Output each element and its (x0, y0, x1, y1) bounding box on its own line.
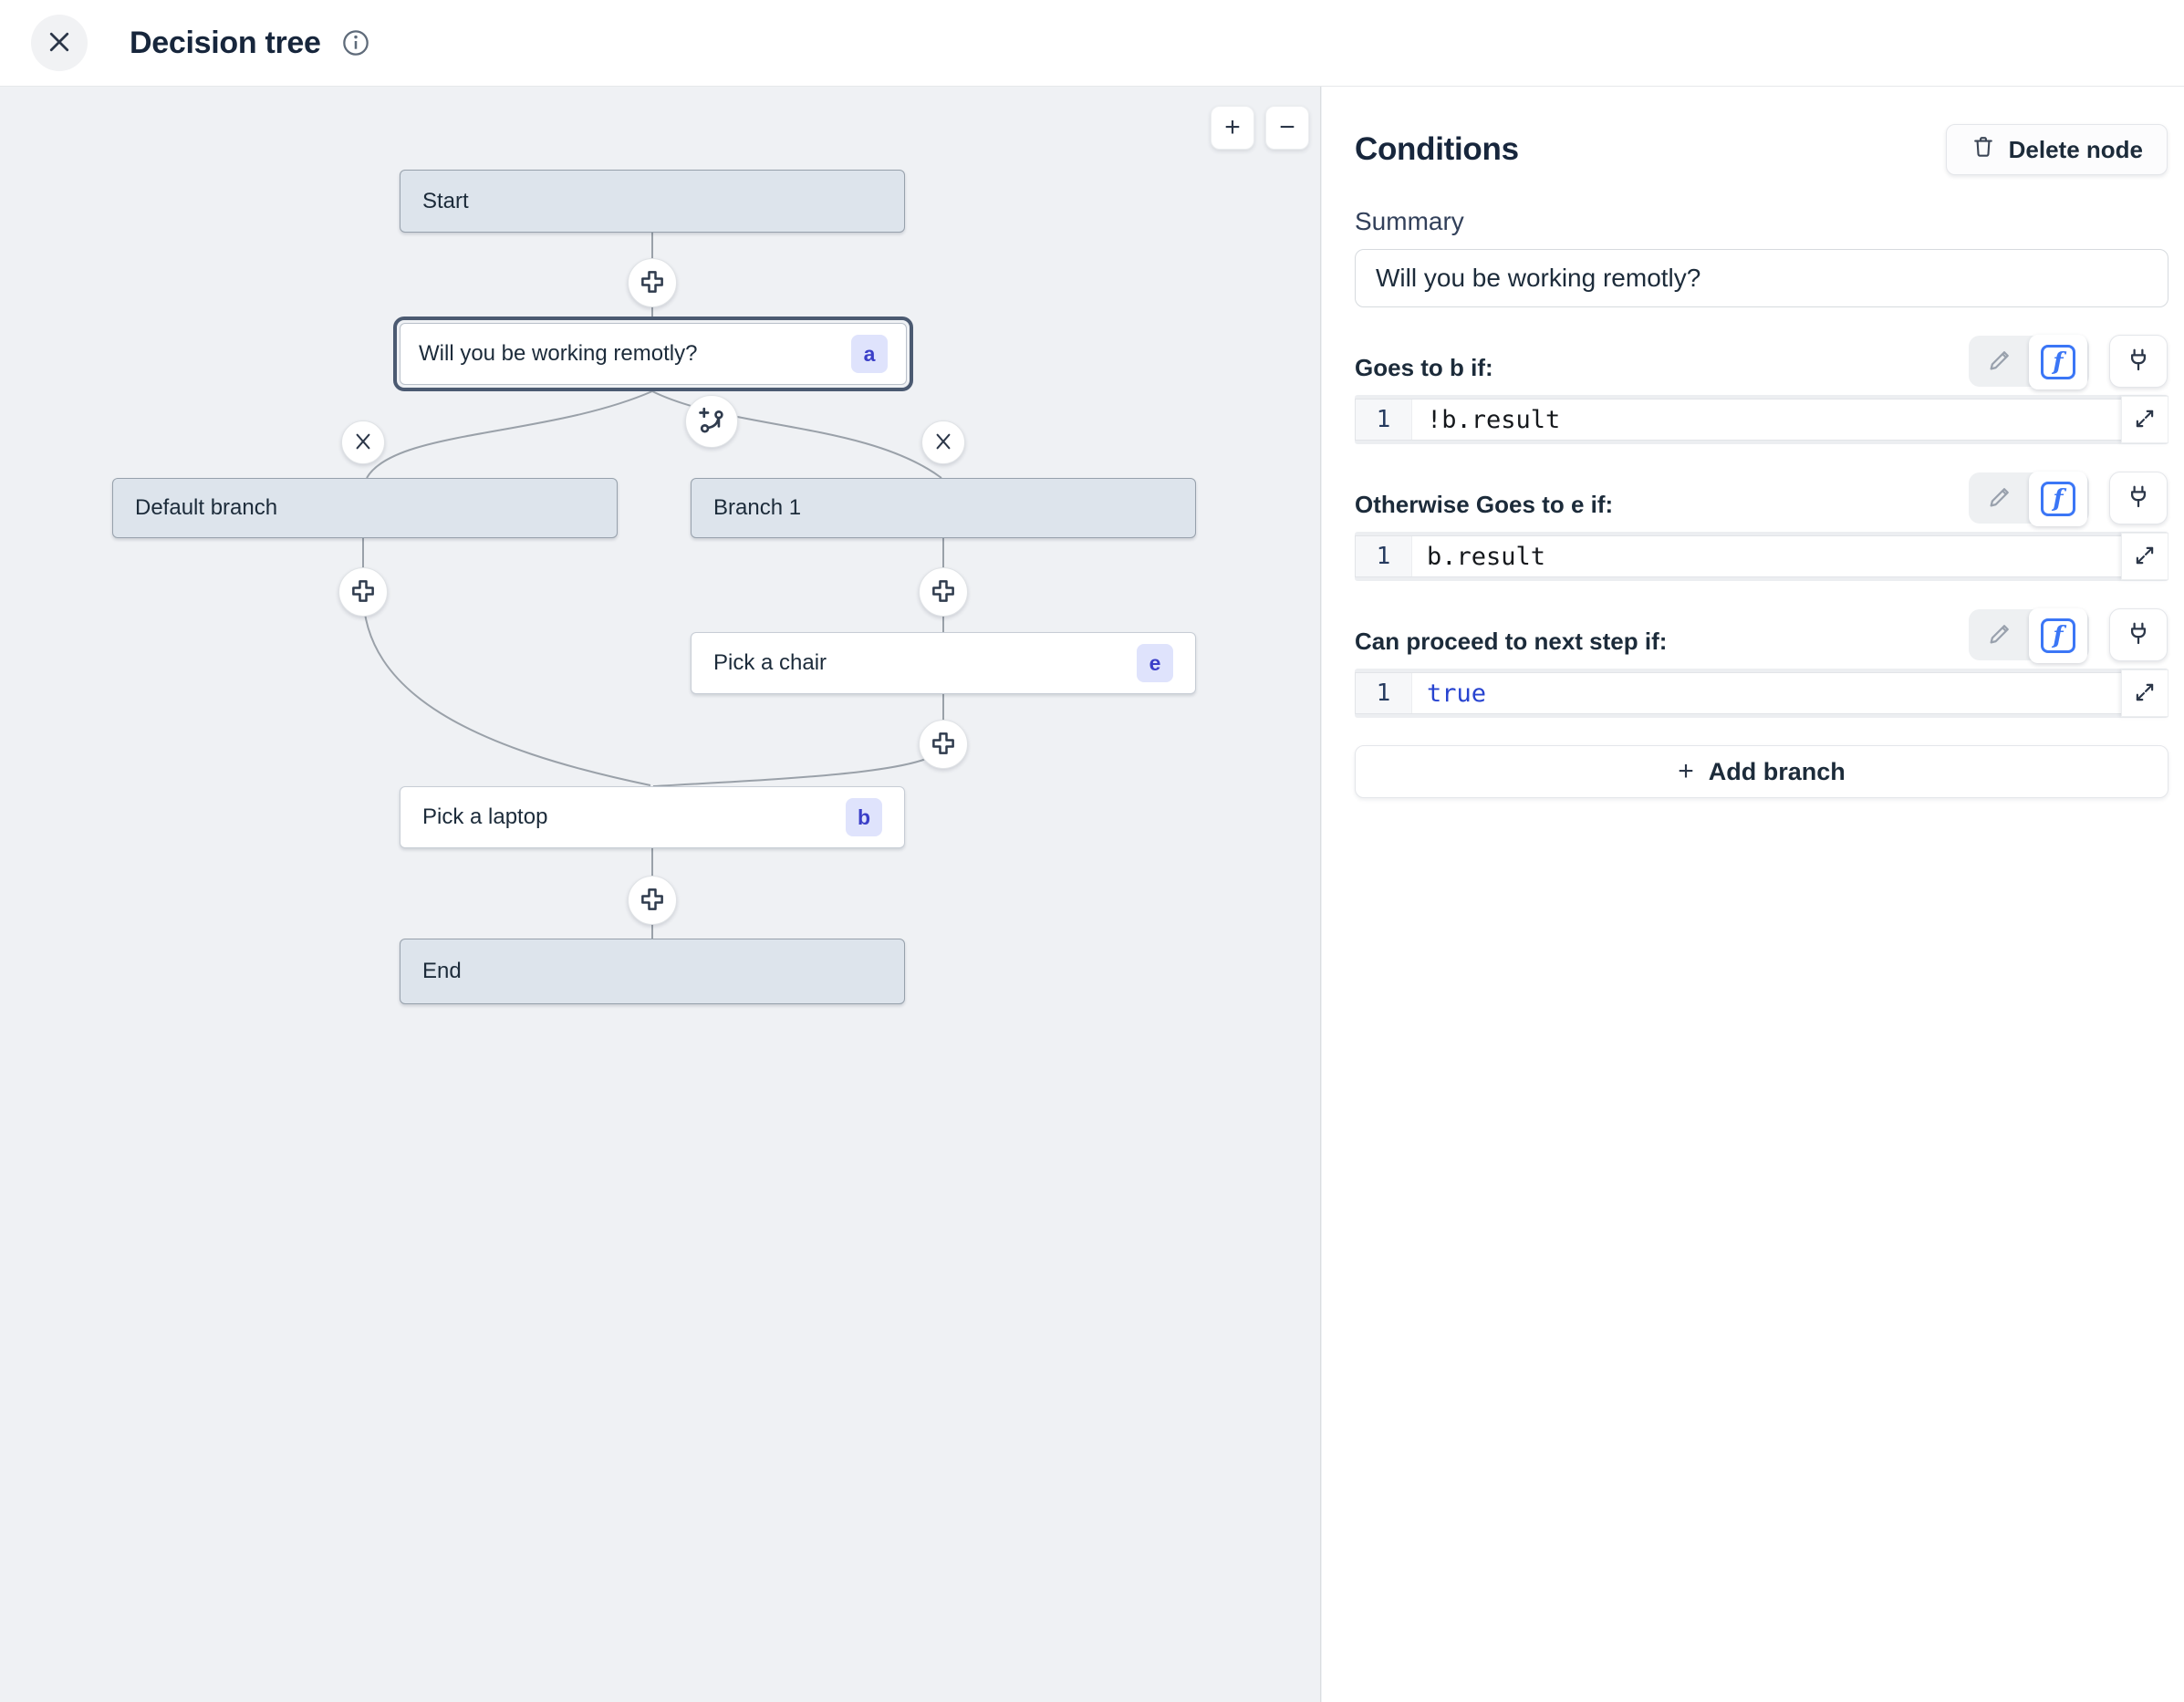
expand-editor-button[interactable] (2121, 669, 2168, 717)
plug-button[interactable] (2109, 472, 2168, 524)
add-step-button[interactable] (628, 258, 677, 307)
plus-icon (639, 886, 666, 916)
function-icon: f (2041, 345, 2075, 379)
plus-icon (349, 577, 377, 607)
add-step-button[interactable] (919, 567, 968, 617)
remove-branch-button[interactable] (921, 420, 965, 464)
condition-label: Goes to b if: (1355, 354, 1493, 381)
summary-input[interactable] (1355, 249, 2168, 307)
close-icon (46, 28, 73, 58)
node-branch-1[interactable]: Branch 1 (691, 478, 1196, 538)
condition-section-can-proceed: Can proceed to next step if: f 1 true (1355, 608, 2168, 718)
add-step-button[interactable] (338, 567, 388, 617)
function-mode-button[interactable]: f (2029, 608, 2087, 663)
node-default-branch[interactable]: Default branch (112, 478, 618, 538)
node-label: Start (422, 188, 469, 213)
plug-icon (2125, 347, 2152, 377)
node-start[interactable]: Start (400, 170, 905, 233)
expand-icon (2133, 544, 2157, 570)
editor-mode-toggle: f (1969, 472, 2089, 526)
add-step-button[interactable] (628, 876, 677, 925)
panel-title: Conditions (1355, 131, 1519, 167)
conditions-panel: Conditions Delete node Summary Goes to b… (1322, 87, 2184, 1702)
plug-button[interactable] (2109, 335, 2168, 388)
pencil-icon (1986, 483, 2013, 514)
node-question-selected[interactable]: Will you be working remotly? a (393, 317, 913, 391)
node-end[interactable]: End (400, 939, 905, 1004)
add-branch-icon (696, 405, 727, 439)
expand-icon (2133, 680, 2157, 707)
node-label: Default branch (135, 495, 278, 520)
code-value[interactable]: b.result (1427, 542, 1546, 571)
zoom-in-button[interactable]: + (1211, 106, 1254, 150)
node-label: End (422, 959, 462, 983)
plus-icon (930, 730, 957, 760)
plug-icon (2125, 483, 2152, 514)
condition-label: Otherwise Goes to e if: (1355, 491, 1614, 518)
pencil-icon (1986, 620, 2013, 650)
condition-section-goes-to-b: Goes to b if: f 1 !b.result (1355, 335, 2168, 444)
code-editor[interactable]: 1 !b.result (1355, 395, 2168, 444)
code-value[interactable]: true (1427, 679, 1487, 708)
delete-node-button[interactable]: Delete node (1945, 124, 2168, 175)
add-branch-node-button[interactable] (685, 395, 738, 448)
add-branch-button[interactable]: + Add branch (1355, 745, 2168, 798)
node-pick-a-laptop[interactable]: Pick a laptop b (400, 786, 905, 848)
expand-editor-button[interactable] (2121, 533, 2168, 580)
zoom-controls: + − (1211, 106, 1309, 150)
pencil-icon (1986, 347, 2013, 377)
plus-icon: + (1678, 756, 1694, 786)
add-step-button[interactable] (919, 720, 968, 769)
node-badge: b (846, 798, 882, 836)
function-mode-button[interactable]: f (2029, 472, 2087, 526)
info-icon[interactable] (341, 28, 370, 57)
plug-icon (2125, 620, 2152, 650)
node-badge: e (1137, 644, 1173, 682)
remove-branch-button[interactable] (341, 420, 385, 464)
condition-label: Can proceed to next step if: (1355, 628, 1668, 655)
zoom-out-button[interactable]: − (1265, 106, 1309, 150)
node-badge: a (851, 335, 888, 373)
x-icon (353, 431, 373, 454)
text-mode-button[interactable] (1971, 609, 2029, 660)
line-number: 1 (1356, 400, 1412, 440)
code-value[interactable]: !b.result (1427, 405, 1561, 434)
condition-section-otherwise-goes-to-e: Otherwise Goes to e if: f 1 b.result (1355, 472, 2168, 581)
delete-node-label: Delete node (2008, 135, 2143, 163)
expand-editor-button[interactable] (2121, 396, 2168, 443)
plus-icon (639, 268, 666, 298)
editor-mode-toggle: f (1969, 608, 2089, 663)
line-number: 1 (1356, 536, 1412, 576)
flow-canvas[interactable]: + − Start Will you be working remotly? a… (0, 87, 1321, 1702)
text-mode-button[interactable] (1971, 336, 2029, 387)
code-editor[interactable]: 1 true (1355, 669, 2168, 718)
summary-label: Summary (1355, 207, 1464, 235)
trash-icon (1971, 134, 1996, 166)
function-icon: f (2041, 618, 2075, 653)
node-label: Pick a laptop (422, 804, 548, 829)
function-mode-button[interactable]: f (2029, 335, 2087, 389)
close-button[interactable] (31, 15, 88, 71)
node-label: Branch 1 (713, 495, 802, 520)
x-icon (933, 431, 953, 454)
editor-mode-toggle: f (1969, 335, 2089, 389)
header-bar: Decision tree (0, 0, 2184, 87)
plug-button[interactable] (2109, 608, 2168, 661)
node-pick-a-chair[interactable]: Pick a chair e (691, 632, 1196, 694)
code-editor[interactable]: 1 b.result (1355, 532, 2168, 581)
expand-icon (2133, 407, 2157, 433)
node-label: Will you be working remotly? (419, 341, 698, 366)
node-label: Pick a chair (713, 650, 827, 675)
line-number: 1 (1356, 673, 1412, 713)
add-branch-label: Add branch (1708, 757, 1846, 785)
plus-icon (930, 577, 957, 607)
function-icon: f (2041, 482, 2075, 516)
text-mode-button[interactable] (1971, 472, 2029, 524)
page-title: Decision tree (130, 25, 321, 60)
